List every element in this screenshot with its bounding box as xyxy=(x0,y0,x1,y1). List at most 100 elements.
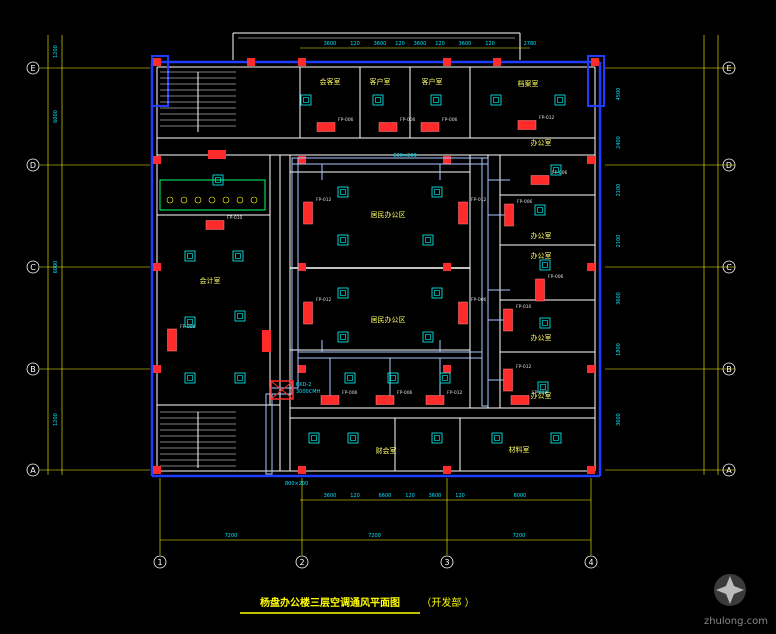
toilet-fixture xyxy=(222,196,230,204)
axis-bubble-row xyxy=(26,362,40,376)
air-diffuser xyxy=(337,186,349,198)
toilet-fixture xyxy=(236,196,244,204)
dimension-text: 120 xyxy=(350,41,360,47)
air-diffuser xyxy=(539,317,551,329)
axis-bubble-col xyxy=(584,555,598,569)
axis-grid-lines xyxy=(40,67,735,555)
structural-column xyxy=(443,58,451,66)
axis-bubble-label: D xyxy=(30,161,36,170)
structural-column xyxy=(587,263,595,271)
air-diffuser-core xyxy=(347,375,353,381)
axis-bubble-col xyxy=(153,555,167,569)
axis-bubble-row xyxy=(722,463,736,477)
room-label-office1: 办公室 xyxy=(531,138,552,147)
structural-column xyxy=(587,156,595,164)
watermark-text: zhulong.com xyxy=(704,616,768,627)
axis-bubble-label: 1 xyxy=(157,558,162,567)
air-diffuser xyxy=(347,432,359,444)
axis-bubble-row xyxy=(26,158,40,172)
fan-coil-unit xyxy=(167,328,177,352)
fan-coil-tag: FP-010 xyxy=(227,215,243,221)
axis-bubble-row xyxy=(26,260,40,274)
air-diffuser-core xyxy=(237,313,243,319)
air-diffuser-core xyxy=(187,319,193,325)
air-diffuser xyxy=(387,372,399,384)
structural-column xyxy=(298,58,306,66)
air-diffuser xyxy=(431,186,443,198)
air-diffuser-core xyxy=(493,97,499,103)
air-diffuser xyxy=(491,432,503,444)
air-diffuser-core xyxy=(235,253,241,259)
air-diffuser-core xyxy=(433,97,439,103)
air-diffuser-core xyxy=(215,177,221,183)
dimension-text: 120 xyxy=(455,493,465,499)
air-diffuser-core xyxy=(542,320,548,326)
air-diffuser-core xyxy=(434,189,440,195)
dimension-text: 6000 xyxy=(514,493,527,499)
air-diffuser xyxy=(308,432,320,444)
air-diffuser-core xyxy=(311,435,317,441)
toilet-block xyxy=(159,179,266,211)
dimension-text: 3600 xyxy=(616,413,622,426)
structural-column xyxy=(153,58,161,66)
axis-bubble-label: E xyxy=(726,64,731,73)
fan-coil-tag: FP-012 xyxy=(532,390,548,396)
fan-coil-unit xyxy=(530,175,550,185)
duct-size-label: 800×200 xyxy=(285,481,308,487)
fan-coil-unit xyxy=(378,122,398,132)
fan-coil-unit xyxy=(420,122,440,132)
fan-coil-tag: FP-006 xyxy=(517,199,533,205)
structural-column xyxy=(153,365,161,373)
fan-coil-tag: FP-006 xyxy=(442,117,458,123)
room-labels: 会客室客户室客户室档案室办公室办公室办公室办公室办公室居民办公区居民办公区会计室… xyxy=(200,77,552,455)
axis-bubble-row xyxy=(722,260,736,274)
air-diffuser xyxy=(234,310,246,322)
room-label-materials: 材料室 xyxy=(509,445,530,454)
air-diffuser-core xyxy=(187,253,193,259)
structural-column xyxy=(443,466,451,474)
fan-coil-unit xyxy=(320,395,340,405)
room-label-client1: 客户室 xyxy=(370,77,391,86)
toilet-fixture xyxy=(180,196,188,204)
room-label-openoffice2: 居民办公区 xyxy=(371,315,406,324)
air-diffuser xyxy=(300,94,312,106)
toilet-fixture xyxy=(208,196,216,204)
toilet-fixture xyxy=(194,196,202,204)
dimension-text: 4500 xyxy=(616,88,622,101)
axis-bubble-col xyxy=(440,555,454,569)
room-label-accounting: 会计室 xyxy=(200,276,221,285)
structural-column xyxy=(298,365,306,373)
air-diffuser xyxy=(184,372,196,384)
air-diffuser xyxy=(439,372,451,384)
axis-bubble-label: B xyxy=(726,365,732,374)
air-diffuser xyxy=(184,316,196,328)
air-diffuser-core xyxy=(390,375,396,381)
axis-bubble-label: A xyxy=(30,466,36,475)
air-diffuser xyxy=(539,259,551,271)
structural-column xyxy=(493,58,501,66)
dimension-text: 3600 xyxy=(429,493,442,499)
axis-bubble-label: 4 xyxy=(588,558,593,567)
dimension-text: 7200 xyxy=(513,533,526,539)
air-diffuser-core xyxy=(542,262,548,268)
toilet-fixture xyxy=(250,196,258,204)
fan-coil-unit xyxy=(503,368,513,392)
air-diffuser-core xyxy=(553,167,559,173)
fan-coil-tag: FP-006 xyxy=(471,297,487,303)
drawing-title: 杨盘办公楼三层空调通风平面图 xyxy=(260,596,400,609)
fan-coil-tag: FP-006 xyxy=(552,170,568,176)
structural-column xyxy=(443,263,451,271)
corner-tower xyxy=(151,55,169,107)
duct-run xyxy=(291,157,489,165)
air-diffuser xyxy=(490,94,502,106)
air-diffuser-core xyxy=(537,207,543,213)
air-diffuser-core xyxy=(340,237,346,243)
structural-column xyxy=(153,263,161,271)
duct-run xyxy=(291,157,299,389)
fan-coil-tag: FP-006 xyxy=(342,390,358,396)
structural-column xyxy=(153,156,161,164)
dimension-text: 3600 xyxy=(459,41,472,47)
